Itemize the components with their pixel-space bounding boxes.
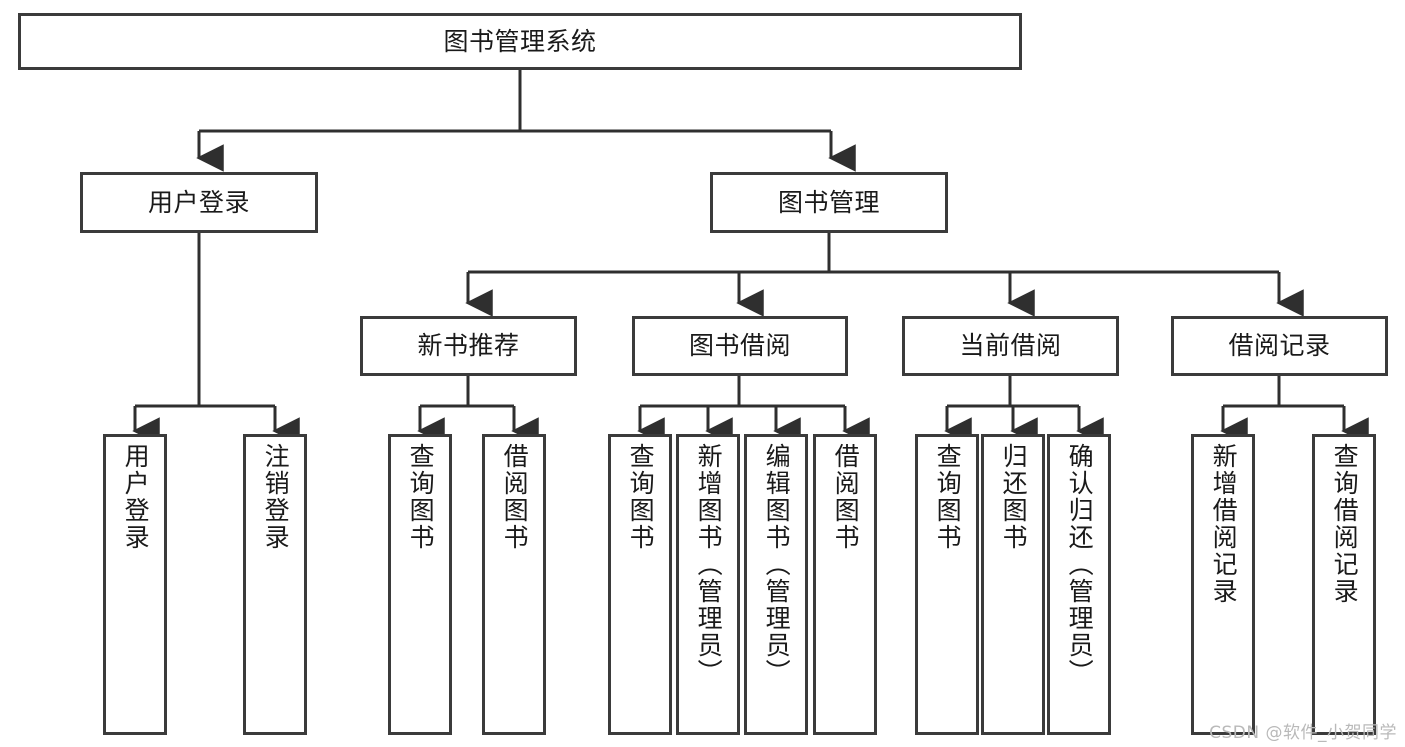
node-leaf-query-book-2-label: 查询图书 <box>626 443 656 551</box>
node-leaf-user-login-label: 用户登录 <box>121 443 151 551</box>
node-leaf-return-book[interactable]: 归还图书 <box>981 434 1045 735</box>
csdn-watermark: CSDN @软件_小贺同学 <box>1209 723 1397 743</box>
node-leaf-query-book-3-label: 查询图书 <box>933 443 963 551</box>
node-leaf-confirm-return-label: 确认归还（管理员） <box>1065 443 1095 686</box>
node-leaf-query-book-1[interactable]: 查询图书 <box>388 434 452 735</box>
node-leaf-add-record[interactable]: 新增借阅记录 <box>1191 434 1255 735</box>
node-current-borrow-label: 当前借阅 <box>959 331 1062 361</box>
node-leaf-borrow-book-1-label: 借阅图书 <box>500 443 530 551</box>
node-leaf-query-record-label: 查询借阅记录 <box>1330 443 1360 605</box>
node-leaf-edit-book-label: 编辑图书（管理员） <box>762 443 792 686</box>
node-leaf-add-record-label: 新增借阅记录 <box>1209 443 1239 605</box>
node-current-borrow[interactable]: 当前借阅 <box>902 316 1119 376</box>
node-leaf-add-book[interactable]: 新增图书（管理员） <box>676 434 740 735</box>
node-root-system-label: 图书管理系统 <box>443 26 597 56</box>
node-leaf-return-book-label: 归还图书 <box>999 443 1029 551</box>
node-leaf-confirm-return[interactable]: 确认归还（管理员） <box>1047 434 1111 735</box>
node-borrow-record[interactable]: 借阅记录 <box>1171 316 1388 376</box>
node-leaf-query-book-1-label: 查询图书 <box>406 443 436 551</box>
node-new-book-recommend[interactable]: 新书推荐 <box>360 316 577 376</box>
node-leaf-logout-login-label: 注销登录 <box>261 443 291 551</box>
node-book-management-label: 图书管理 <box>777 187 880 217</box>
node-leaf-query-book-2[interactable]: 查询图书 <box>608 434 672 735</box>
node-book-borrow[interactable]: 图书借阅 <box>632 316 848 376</box>
node-leaf-borrow-book-2[interactable]: 借阅图书 <box>813 434 877 735</box>
node-root-system[interactable]: 图书管理系统 <box>18 13 1022 70</box>
node-leaf-logout-login[interactable]: 注销登录 <box>243 434 307 735</box>
node-leaf-borrow-book-1[interactable]: 借阅图书 <box>482 434 546 735</box>
node-leaf-add-book-label: 新增图书（管理员） <box>694 443 724 686</box>
node-book-management[interactable]: 图书管理 <box>710 172 948 233</box>
node-user-login-label: 用户登录 <box>147 187 250 217</box>
node-user-login[interactable]: 用户登录 <box>80 172 318 233</box>
node-leaf-query-book-3[interactable]: 查询图书 <box>915 434 979 735</box>
node-leaf-user-login[interactable]: 用户登录 <box>103 434 167 735</box>
node-book-borrow-label: 图书借阅 <box>688 331 791 361</box>
node-leaf-query-record[interactable]: 查询借阅记录 <box>1312 434 1376 735</box>
node-borrow-record-label: 借阅记录 <box>1228 331 1331 361</box>
node-new-book-recommend-label: 新书推荐 <box>417 331 520 361</box>
node-leaf-borrow-book-2-label: 借阅图书 <box>831 443 861 551</box>
node-leaf-edit-book[interactable]: 编辑图书（管理员） <box>744 434 808 735</box>
